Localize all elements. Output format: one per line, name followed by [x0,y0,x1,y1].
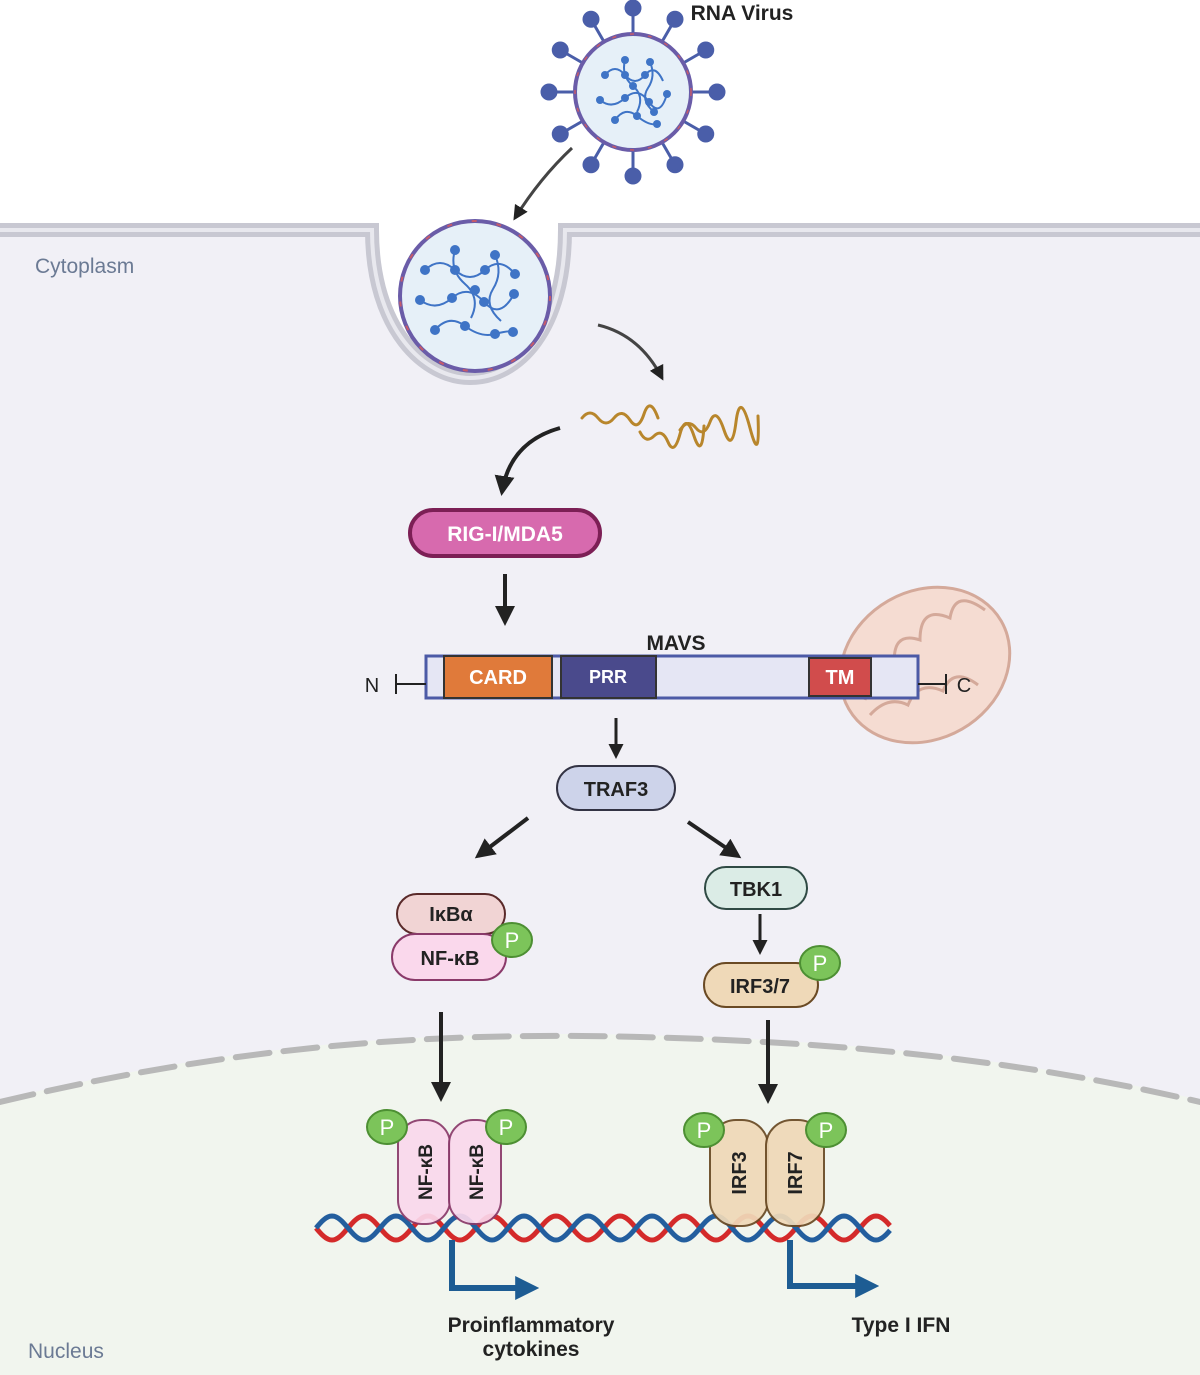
irf-dimer: IRF3 IRF7 P P [683,1112,847,1227]
phospho-badge: P [485,1109,527,1145]
virus-spike-head [540,83,558,101]
svg-text:P: P [499,1115,514,1140]
virus-spike-head [708,83,726,101]
tbk1-node: TBK1 [704,866,808,910]
traf3-node: TRAF3 [556,765,676,811]
c-term-label: C [957,675,971,697]
virus-spike-head [624,0,642,17]
n-terminus: N [365,674,426,697]
tm-label: TM [826,667,855,689]
phospho-badge: P [805,1112,847,1148]
transcription-arrow-irf [787,1240,880,1298]
nucleus-label: Nucleus [28,1340,104,1363]
card-label: CARD [469,667,527,689]
transcription-arrow-nfkb [449,1240,540,1300]
virus-spike-head [624,167,642,185]
phospho-badge: P [799,945,841,981]
ikba-label: IκBα [429,904,473,926]
nuclear-envelope [0,1032,1200,1105]
phospho-badge: P [683,1112,725,1148]
arrow-virus-to-endosome [513,146,574,221]
virus-spike-head [551,41,569,59]
arrow-rna-to-rig [494,426,561,496]
prr-domain [560,655,657,699]
arrow-traf3-to-ikba [474,816,530,859]
type1-ifn-label: Type I IFN [852,1314,951,1337]
virus-rna-beads [596,56,671,128]
irf3-label: IRF3 [729,1151,751,1194]
prr-label: PRR [589,667,627,687]
irf7-label: IRF7 [785,1151,807,1194]
svg-text:P: P [813,951,828,976]
nfkb-dimer-label-1: NF-κB [416,1144,437,1200]
c-terminus: C [918,674,971,697]
tm-domain [808,657,872,697]
virus-spike-head [697,41,715,59]
nfkb-dimer: NF-κB NF-κB P P [366,1109,527,1225]
svg-text:P: P [697,1118,712,1143]
virus-spike-head [697,125,715,143]
tbk1-label: TBK1 [730,879,782,901]
plasma-membrane [0,223,1200,386]
virus-spikes [540,0,726,185]
n-term-label: N [365,675,379,697]
irf37-node: IRF3/7 P [703,945,841,1008]
phospho-badge: P [366,1109,408,1145]
virus-spike-head [666,10,684,28]
nucleus-region [0,1033,1200,1375]
endosome-virus [398,219,552,373]
nfkb-label: NF-κB [421,948,480,970]
virus-spike-head [582,10,600,28]
svg-text:P: P [380,1115,395,1140]
virus-spike-head [551,125,569,143]
phospho-badge: P [491,922,533,958]
cytoplasm-label: Cytoplasm [35,255,134,278]
virus-label: RNA Virus [691,2,794,25]
mavs-protein: CARD PRR TM [424,654,920,700]
rig-label: RIG-I/MDA5 [447,523,563,546]
irf37-label: IRF3/7 [730,976,790,998]
rna-virus [540,0,726,185]
mitochondrion [838,585,1012,745]
virus-spike-head [582,156,600,174]
arrow-traf3-to-tbk1 [686,820,742,859]
rig-i-mda5-node: RIG-I/MDA5 [408,508,602,558]
mavs-label: MAVS [646,632,705,655]
virus-spike-head [666,156,684,174]
traf3-label: TRAF3 [584,779,648,801]
viral-rna-strand [580,404,760,449]
svg-text:P: P [505,928,520,953]
card-domain [443,655,553,699]
proinflammatory-label-2: cytokines [483,1338,580,1361]
proinflammatory-label-1: Proinflammatory [448,1314,615,1337]
ikba-nfkb-complex: IκBα NF-κB P [391,893,533,981]
nfkb-dimer-label-2: NF-κB [467,1144,488,1200]
svg-text:P: P [819,1118,834,1143]
arrow-endosome-to-rna [597,323,664,381]
